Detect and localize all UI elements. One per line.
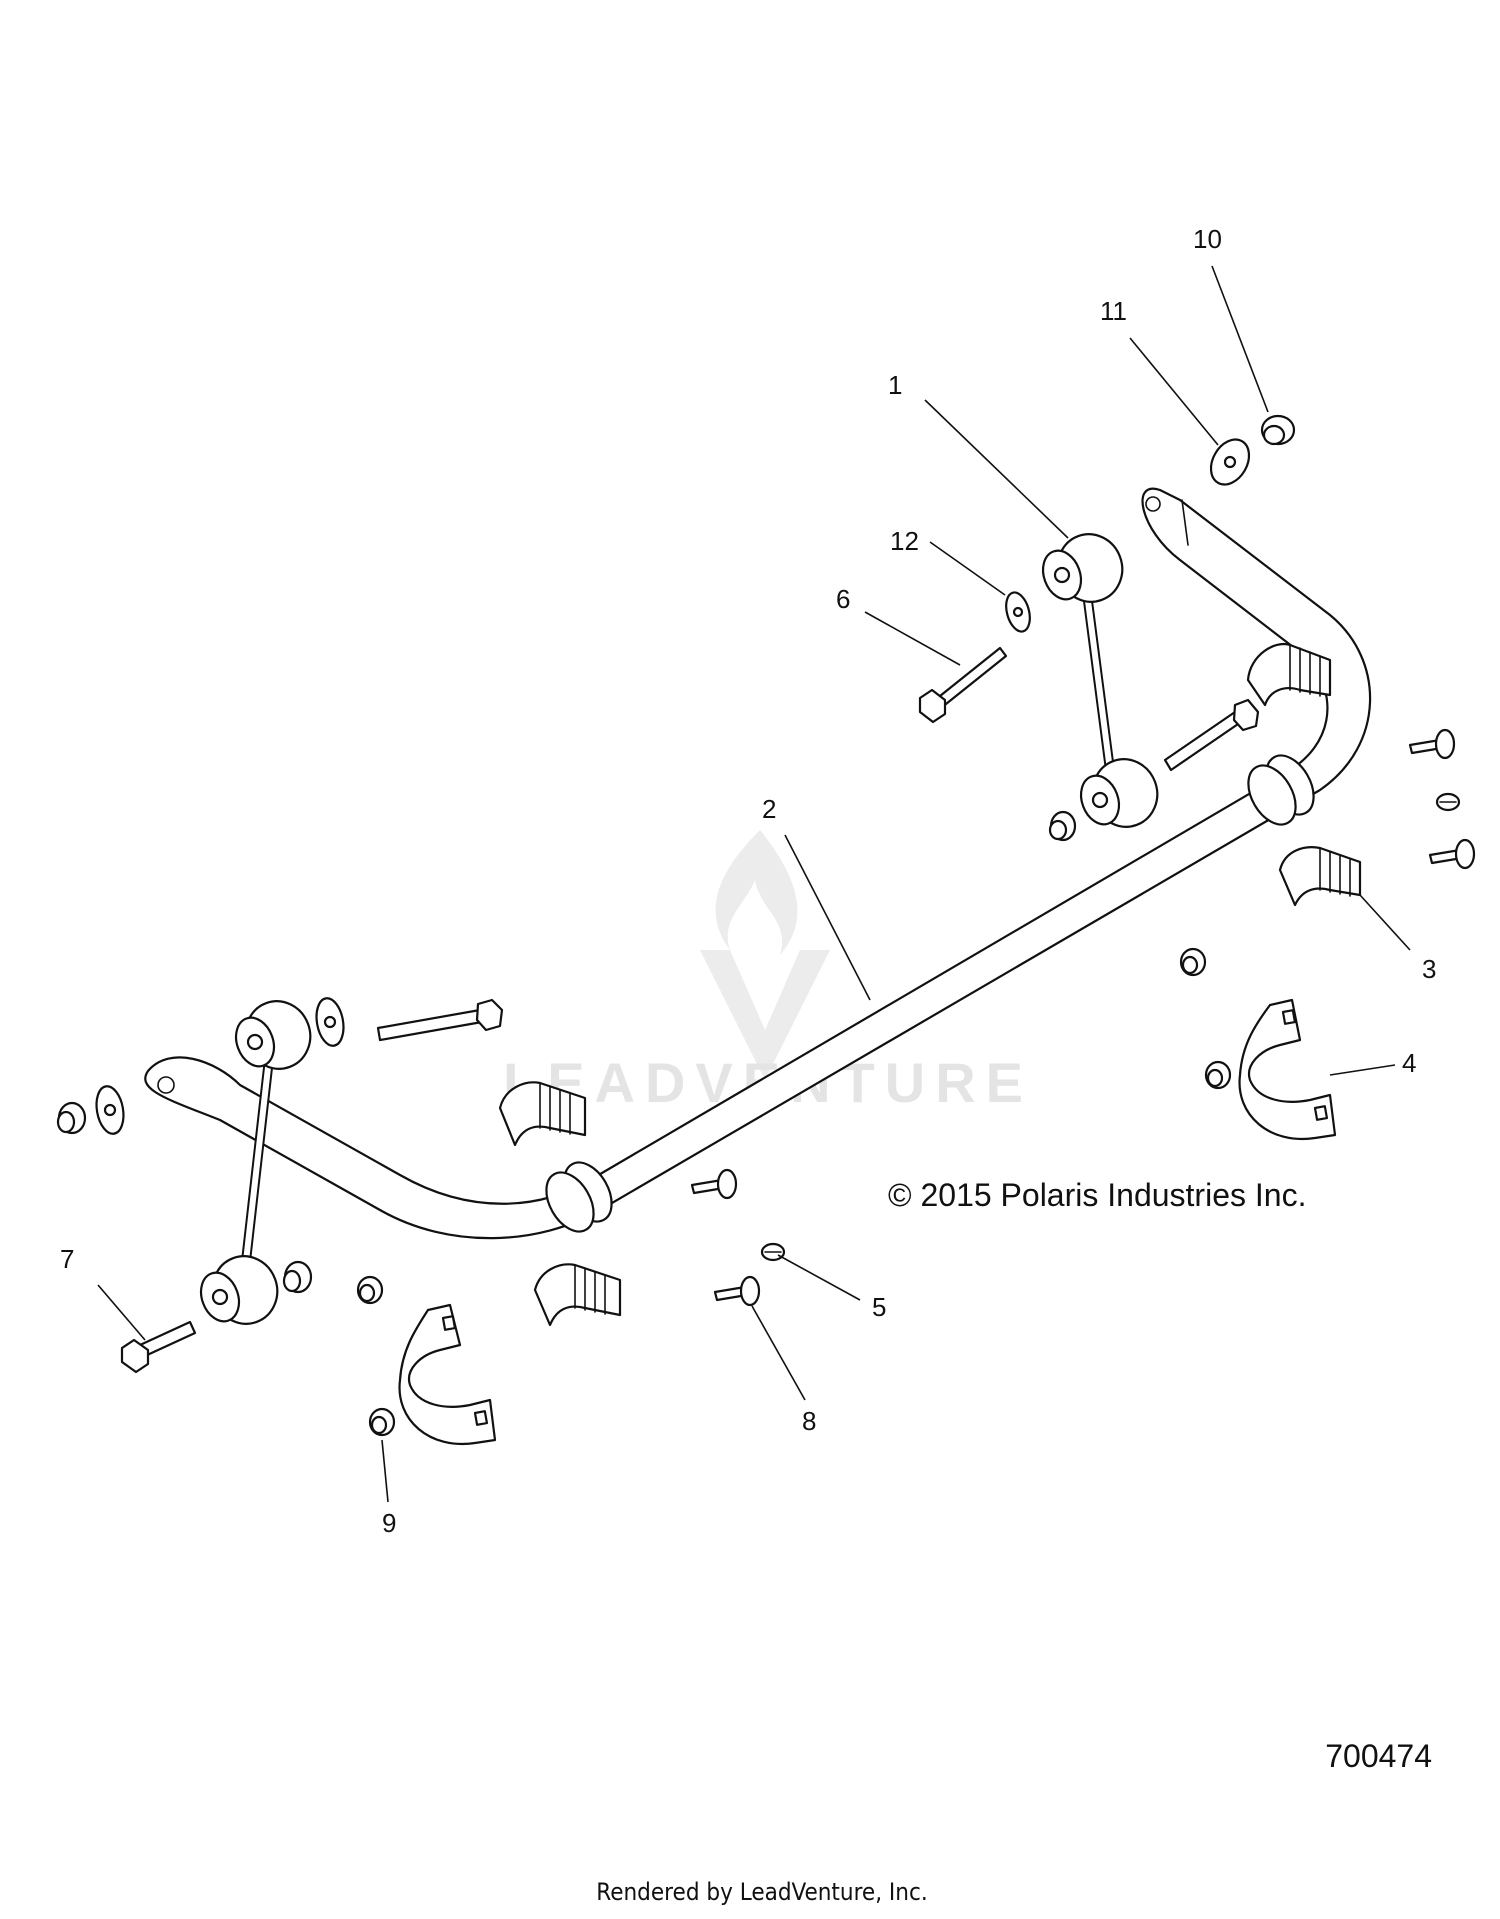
bushing-left-lower <box>533 1263 622 1327</box>
fastener-right <box>1435 792 1461 812</box>
rivet-right-lower <box>1428 838 1476 870</box>
copyright-notice: © 2015 Polaris Industries Inc. <box>888 1177 1306 1213</box>
footer-credit: Rendered by LeadVenture, Inc. <box>596 1878 927 1906</box>
callout-2: 2 <box>762 794 776 824</box>
nut-10 <box>1260 414 1296 446</box>
clamp-nut-left-upper <box>356 1275 384 1305</box>
clamp-nut-right-upper <box>1179 947 1207 977</box>
callout-5: 5 <box>872 1292 886 1322</box>
bushing-3 <box>1278 846 1362 907</box>
washer-12 <box>1005 591 1031 633</box>
stabilizer-bar <box>144 487 1372 1240</box>
diagram-number: 700474 <box>1325 1738 1432 1774</box>
rivet-center-upper <box>690 1168 738 1200</box>
callout-11: 11 <box>1100 296 1127 326</box>
callout-4: 4 <box>1402 1048 1416 1078</box>
bolt-7 <box>120 1320 197 1374</box>
nut-left-outer <box>56 1101 87 1135</box>
link-rod-left <box>199 1000 312 1325</box>
clamp-nut-right-lower <box>1204 1060 1232 1090</box>
clamp-left <box>398 1303 497 1446</box>
callout-3: 3 <box>1422 954 1436 984</box>
nut-right-link <box>1048 810 1077 842</box>
leader-lines <box>97 265 1411 1503</box>
bar-bushing-ring-left <box>545 1161 613 1233</box>
fastener-5 <box>760 1242 786 1262</box>
bolt-6 <box>918 646 1008 724</box>
rivet-right-upper <box>1408 728 1456 760</box>
watermark-flame-icon <box>700 830 830 1080</box>
washer-left-upper <box>315 997 345 1047</box>
clamp-4 <box>1238 998 1337 1141</box>
callout-6: 6 <box>836 584 850 614</box>
callout-10: 10 <box>1193 224 1222 254</box>
bushing-left-upper <box>498 1081 587 1147</box>
nut-left-link <box>282 1260 313 1294</box>
link-rod-right <box>1041 533 1159 828</box>
clamp-nut-9 <box>368 1407 396 1437</box>
callouts: 1 2 3 4 5 6 7 8 9 10 11 12 <box>60 224 1436 1538</box>
washer-left-outer <box>95 1085 125 1135</box>
callout-1: 1 <box>888 370 902 400</box>
bushing-upper-right <box>1246 642 1332 707</box>
callout-9: 9 <box>382 1508 396 1538</box>
bolt-right-upper <box>1163 698 1260 772</box>
bolt-left-upper <box>376 998 504 1042</box>
callout-7: 7 <box>60 1244 74 1274</box>
washer-11 <box>1209 438 1251 486</box>
callout-12: 12 <box>890 526 919 556</box>
callout-8: 8 <box>802 1406 816 1436</box>
bar-bushing-ring-right <box>1247 754 1315 826</box>
rivet-8 <box>713 1275 761 1307</box>
